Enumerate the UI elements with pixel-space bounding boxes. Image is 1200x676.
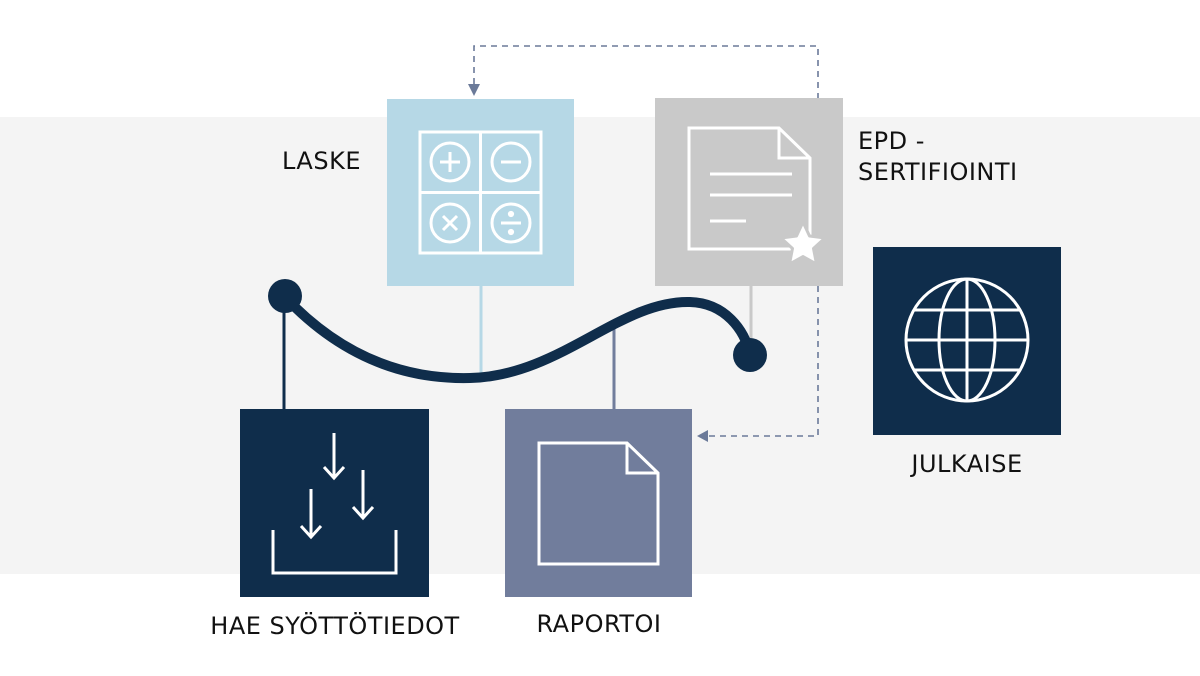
curve-end-dot bbox=[733, 338, 767, 372]
laske-box bbox=[387, 99, 574, 286]
raportoi-box bbox=[505, 409, 692, 597]
feedback-arrow-to-laske bbox=[468, 45, 819, 99]
hae-box bbox=[240, 409, 429, 597]
feedback-arrow-to-raportoi bbox=[697, 286, 819, 442]
star-icon bbox=[779, 220, 827, 266]
hae-label: HAE SYÖTTÖTIEDOT bbox=[210, 612, 460, 640]
download-tray-icon bbox=[271, 433, 398, 575]
globe-icon bbox=[904, 277, 1030, 403]
epd-label-line2: SERTIFIOINTI bbox=[858, 158, 1018, 186]
calculator-icon bbox=[418, 130, 543, 255]
certificate-document-icon bbox=[687, 126, 827, 266]
epd-label: EPD - SERTIFIOINTI bbox=[858, 126, 1018, 188]
raportoi-label: RAPORTOI bbox=[536, 610, 662, 638]
document-icon bbox=[537, 441, 660, 566]
julkaise-box bbox=[873, 247, 1061, 435]
process-curve bbox=[279, 291, 755, 384]
curve-start-dot bbox=[268, 279, 302, 313]
epd-box bbox=[655, 98, 843, 286]
julkaise-label: JULKAISE bbox=[911, 450, 1023, 478]
laske-label: LASKE bbox=[282, 147, 361, 175]
epd-label-line1: EPD - bbox=[858, 127, 925, 155]
